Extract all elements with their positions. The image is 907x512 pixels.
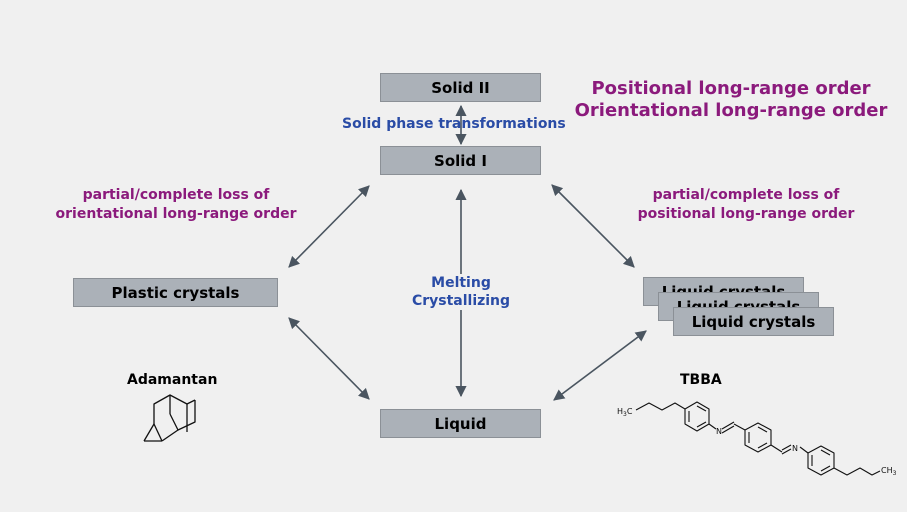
left-loss-label: partial/complete loss of orientational l… — [30, 186, 322, 224]
tbba-structure — [635, 401, 881, 476]
right-loss-line-2: positional long-range order — [637, 206, 855, 222]
tbba-label: TBBA — [680, 372, 722, 388]
left-loss-line-2: orientational long-range order — [55, 206, 297, 222]
melting-crystallizing-label: Melting Crystallizing — [400, 274, 522, 310]
tbba-atom-labels: H3C N N CH3 — [617, 407, 897, 477]
solid-ii-box: Solid II — [380, 73, 541, 102]
adamantane-structure — [143, 394, 196, 442]
tbba-n1-label: N — [716, 427, 722, 436]
adamantan-label: Adamantan — [127, 372, 218, 388]
liquid-box: Liquid — [380, 409, 541, 438]
right-loss-label: partial/complete loss of positional long… — [610, 186, 882, 224]
plastic-crystals-box: Plastic crystals — [73, 278, 278, 307]
positional-order-label: Positional long-range order — [591, 78, 871, 99]
tbba-h3c-label: H3C — [617, 407, 633, 418]
orientational-order-label: Orientational long-range order — [574, 100, 888, 121]
tbba-ch3-label: CH3 — [881, 466, 897, 477]
arrow-solid-i-plastic — [288, 185, 370, 268]
arrow-lc-liquid — [553, 330, 647, 401]
solid-i-box: Solid I — [380, 146, 541, 175]
liquid-crystals-box-front: Liquid crystals — [673, 307, 834, 336]
left-loss-line-1: partial/complete loss of — [82, 187, 270, 203]
arrow-plastic-liquid — [288, 317, 370, 400]
solid-phase-transformations-label: Solid phase transformations — [342, 116, 566, 132]
right-loss-line-1: partial/complete loss of — [652, 187, 840, 203]
arrow-solid-i-lc — [551, 184, 635, 268]
melting-label: Melting — [431, 275, 491, 291]
tbba-n2-label: N — [792, 444, 798, 453]
long-range-order-heading: Positional long-range order Orientationa… — [560, 78, 902, 122]
crystallizing-label: Crystallizing — [411, 293, 511, 309]
